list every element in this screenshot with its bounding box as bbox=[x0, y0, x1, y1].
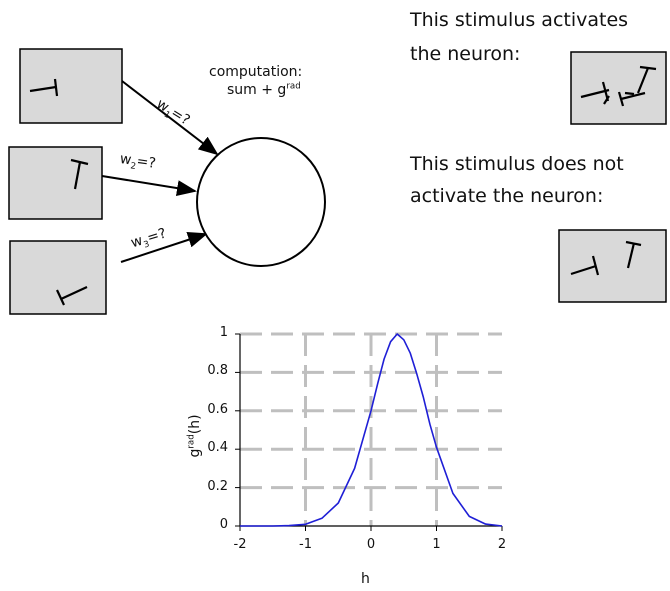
chart-grid bbox=[240, 332, 502, 526]
input-stimulus-box-2 bbox=[8, 146, 103, 220]
computation-label-line1: computation: bbox=[209, 64, 303, 80]
activating-t-pair bbox=[580, 65, 657, 107]
y-axis-label-prefix: g bbox=[187, 448, 203, 458]
not-activates-text-line1: This stimulus does not bbox=[410, 153, 624, 175]
y-tick-label-1: 0.2 bbox=[207, 478, 228, 494]
weight-arrow-1 bbox=[121, 80, 219, 156]
chart-series bbox=[240, 333, 503, 527]
activates-text-line2: the neuron: bbox=[410, 43, 521, 65]
y-axis-label-sup: rad bbox=[186, 434, 197, 449]
x-tick-label-2: 0 bbox=[366, 537, 376, 552]
y-tick-label-4: 0.8 bbox=[207, 363, 228, 379]
computation-sup: rad bbox=[286, 81, 301, 92]
non-activating-t-pair bbox=[570, 240, 642, 276]
computation-prefix: sum + g bbox=[227, 82, 287, 98]
t-glyph-rotated bbox=[56, 286, 88, 306]
t-glyph-left bbox=[29, 78, 59, 97]
t-glyph-upright bbox=[70, 158, 89, 190]
x-tick-label-4: 2 bbox=[497, 537, 507, 552]
input-stimulus-box-3 bbox=[9, 240, 107, 315]
y-axis-label-suffix: (h) bbox=[187, 414, 203, 435]
x-tick-label-3: 1 bbox=[432, 537, 441, 552]
weight-arrow-2 bbox=[101, 175, 197, 197]
weight-arrow-3 bbox=[120, 232, 208, 263]
x-axis-label: h bbox=[361, 571, 370, 587]
y-axis-label: grad(h) bbox=[186, 401, 203, 471]
series-line-0 bbox=[240, 333, 503, 527]
input-stimulus-box-1 bbox=[19, 48, 123, 124]
activating-stimulus-box bbox=[570, 51, 667, 125]
y-tick-label-5: 1 bbox=[219, 325, 228, 340]
activates-text-line1: This stimulus activates bbox=[410, 9, 629, 31]
neuron-circle bbox=[196, 137, 326, 267]
chart-axes bbox=[235, 333, 503, 531]
not-activates-text-line2: activate the neuron: bbox=[410, 185, 604, 207]
y-tick-label-0: 0 bbox=[219, 517, 228, 532]
y-tick-label-3: 0.6 bbox=[207, 401, 228, 417]
x-tick-label-0: -2 bbox=[233, 537, 247, 552]
non-activating-stimulus-box bbox=[558, 229, 667, 303]
computation-label-line2: sum + grad bbox=[227, 82, 301, 98]
x-tick-label-1: -1 bbox=[299, 537, 312, 552]
y-tick-label-2: 0.4 bbox=[207, 440, 228, 456]
